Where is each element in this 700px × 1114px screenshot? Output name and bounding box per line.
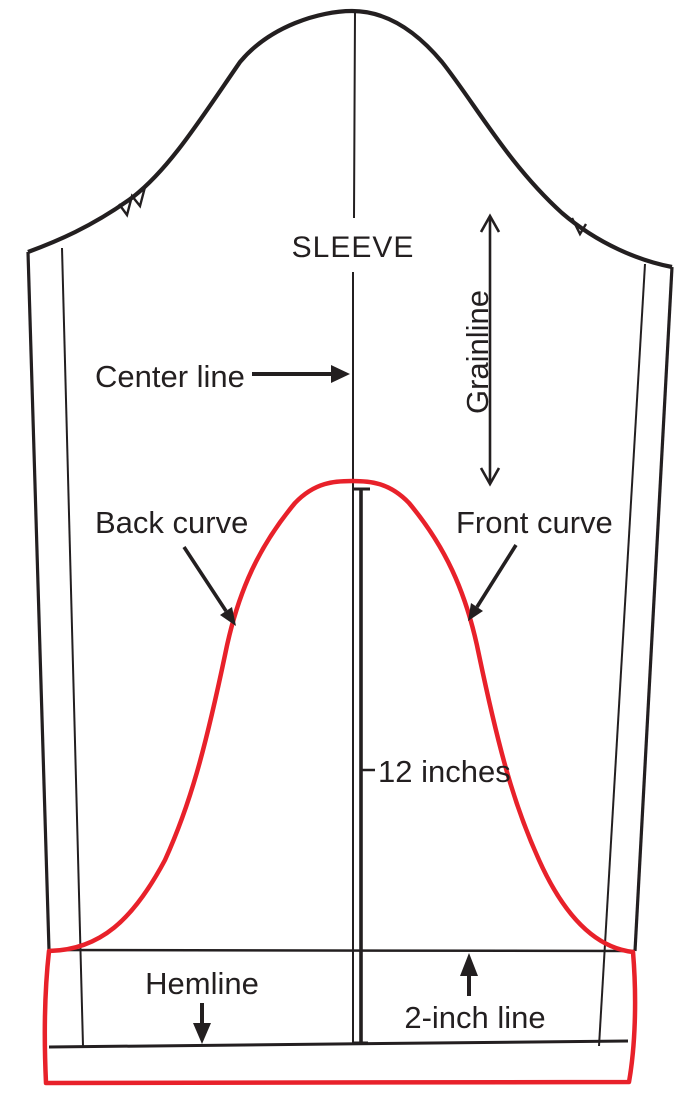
grainline-arrow-down-head xyxy=(479,467,501,487)
back-curve-arrow xyxy=(182,546,236,626)
original-pattern-outline xyxy=(26,8,674,1049)
back-curve-label: Back curve xyxy=(95,505,248,540)
grainline-label: Grainline xyxy=(460,290,495,414)
right-seam-outer-line xyxy=(633,266,674,952)
hemline-arrow xyxy=(193,1003,211,1044)
center-line-arrow xyxy=(252,365,350,383)
two-inch-line xyxy=(48,948,636,953)
left-seam-inner-line xyxy=(61,247,84,1047)
annotation-arrows xyxy=(182,365,518,1044)
grainline-arrow-up-head xyxy=(479,213,501,233)
center-line xyxy=(352,10,356,1044)
front-curve-label: Front curve xyxy=(456,505,613,540)
modified-sleeve-outline xyxy=(42,478,638,1086)
sleeve-cap-curve xyxy=(27,8,673,270)
measurement-label: 12 inches xyxy=(378,754,511,789)
two-inch-line-arrow xyxy=(460,953,478,996)
center-line-label: Center line xyxy=(95,359,245,394)
sleeve-title: SLEEVE xyxy=(292,231,415,264)
right-seam-inner-line xyxy=(598,263,646,1047)
left-seam-outer-line xyxy=(26,251,51,951)
hemline-label: Hemline xyxy=(145,966,259,1001)
double-notch-icon xyxy=(118,186,147,218)
single-notch-icon xyxy=(570,217,588,237)
grainline-arrow xyxy=(479,213,501,487)
hemline-line xyxy=(48,1039,629,1049)
front-curve-arrow xyxy=(468,544,518,621)
two-inch-line-label: 2-inch line xyxy=(404,1000,545,1035)
